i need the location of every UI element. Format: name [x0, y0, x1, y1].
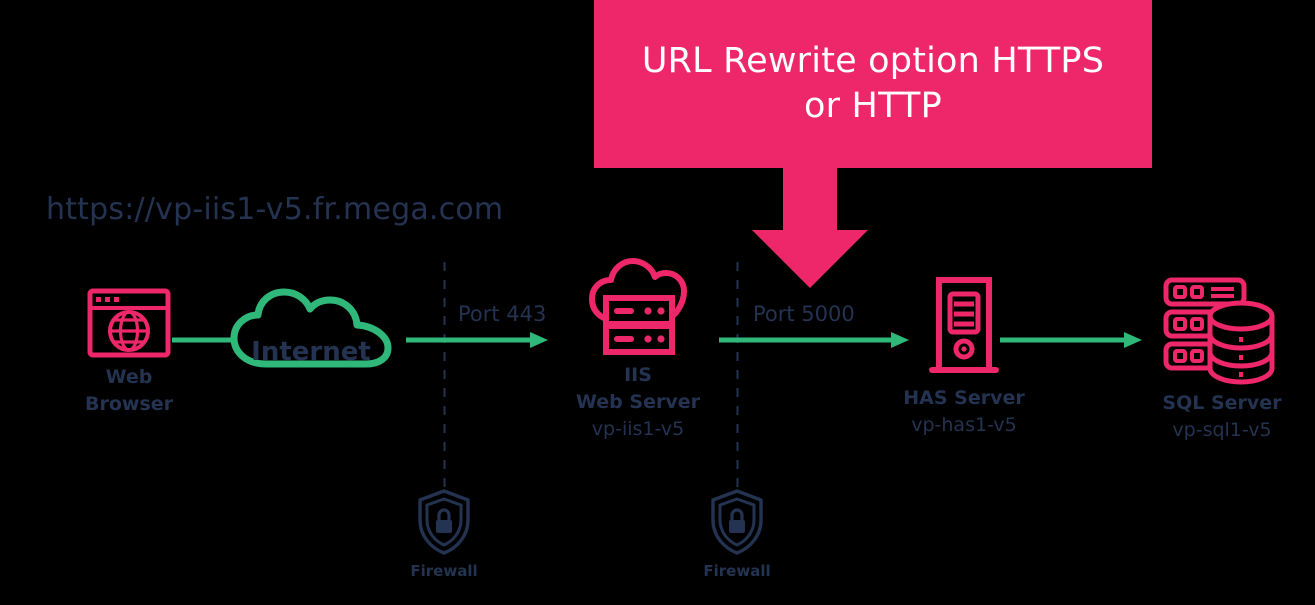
node-subtitle: vp-iis1-v5 [591, 417, 685, 440]
down-arrow-icon [752, 160, 868, 288]
node-subtitle: vp-has1-v5 [911, 413, 1017, 436]
node-internet[interactable]: Internet [228, 288, 394, 368]
node-web-browser-labels: Web Browser [85, 364, 173, 418]
connector-has-to-sql [1000, 330, 1142, 350]
node-title: IIS Web Server [576, 364, 700, 413]
cloud-label: Internet [251, 337, 371, 367]
node-title: HAS Server [903, 387, 1025, 409]
firewall-2[interactable]: Firewall [699, 488, 775, 580]
firewall-1[interactable]: Firewall [406, 488, 482, 580]
node-has-labels: HAS Server vp-has1-v5 [903, 385, 1025, 439]
browser-globe-icon [87, 288, 171, 358]
banner-text: URL Rewrite option HTTPS or HTTP [641, 41, 1105, 126]
firewall-boundary-line-2 [736, 262, 739, 490]
port-label-443: Port 443 [458, 302, 547, 326]
cloud-server-icon [586, 258, 690, 356]
page-url: https://vp-iis1-v5.fr.mega.com [46, 192, 504, 227]
port-label-5000: Port 5000 [753, 302, 855, 326]
node-subtitle: vp-sql1-v5 [1172, 418, 1272, 441]
shield-lock-icon [709, 488, 765, 556]
node-web-browser[interactable]: Web Browser [64, 288, 194, 418]
node-sql-labels: SQL Server vp-sql1-v5 [1162, 390, 1281, 444]
cloud-icon: Internet [228, 288, 394, 368]
node-iis-labels: IIS Web Server vp-iis1-v5 [576, 362, 700, 443]
firewall-boundary-line-1 [443, 262, 446, 490]
node-iis-web-server[interactable]: IIS Web Server vp-iis1-v5 [562, 258, 714, 443]
connector-iis-to-has [719, 330, 909, 350]
url-rewrite-banner: URL Rewrite option HTTPS or HTTP [594, 0, 1152, 168]
node-sql-server[interactable]: SQL Server vp-sql1-v5 [1152, 276, 1292, 444]
node-has-server[interactable]: HAS Server vp-has1-v5 [900, 277, 1028, 439]
node-title: Web Browser [84, 366, 174, 415]
shield-lock-icon [416, 488, 472, 556]
database-server-icon [1162, 276, 1282, 385]
tower-server-icon [929, 277, 999, 379]
connector-browser-to-internet [172, 336, 232, 344]
firewall-label: Firewall [703, 562, 771, 580]
connector-internet-to-iis [406, 330, 548, 350]
firewall-label: Firewall [410, 562, 478, 580]
node-title: SQL Server [1162, 392, 1282, 414]
